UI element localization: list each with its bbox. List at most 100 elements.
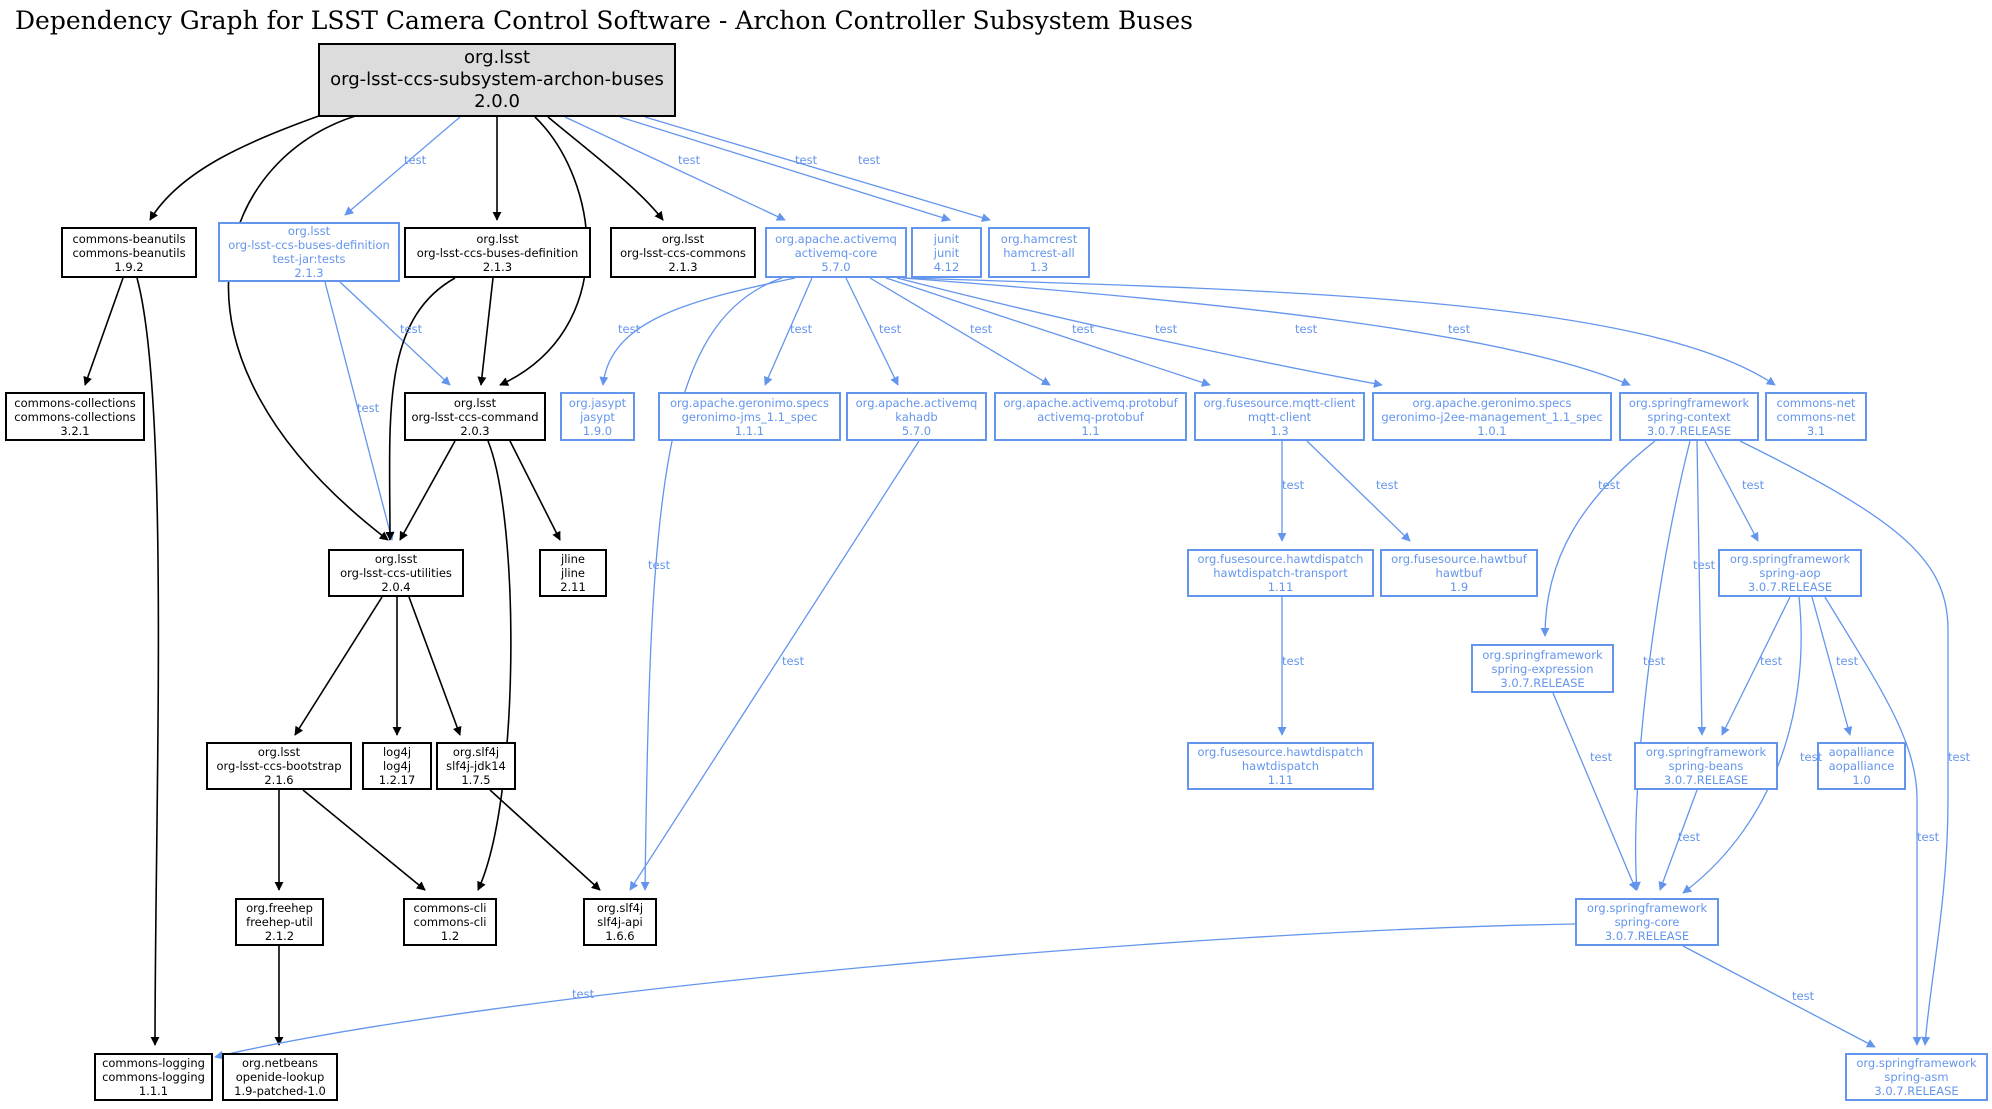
edge-label: test — [782, 654, 805, 668]
node-group: org.springframework — [1856, 1056, 1977, 1070]
node-group: org.apache.activemq — [775, 231, 897, 246]
node-version: 1.0 — [1852, 773, 1871, 787]
edge-label: test — [1678, 830, 1701, 844]
node-group: org.netbeans — [241, 1056, 319, 1070]
node-version: 2.0.4 — [381, 580, 411, 594]
node-version: 1.1.1 — [138, 1084, 169, 1098]
node-version: 1.3 — [1270, 423, 1289, 438]
edge-bootstrap-to-cli — [302, 789, 426, 891]
node-version: 3.0.7.RELEASE — [1604, 929, 1690, 943]
node-artifact: commons-beanutils — [72, 245, 186, 260]
node-group: org.lsst — [257, 745, 301, 759]
edge-sbeans-to-score — [1658, 789, 1698, 891]
edge-score-to-sasm — [1682, 945, 1876, 1048]
node-artifact: commons-collections — [14, 409, 136, 424]
edge-label: test — [572, 987, 595, 1001]
node-artifact: slf4j-api — [597, 915, 643, 929]
edge-mqtt-to-hawtbuf — [1306, 440, 1411, 542]
edge-saop-to-score — [1682, 596, 1802, 894]
edge-label: test — [1742, 478, 1765, 492]
node-artifact: org-lsst-ccs-subsystem-archon-buses — [330, 69, 664, 90]
node-group: org.springframework — [1482, 647, 1603, 662]
node-version: 3.0.7.RELEASE — [1747, 580, 1833, 594]
edge-root-to-beanutils — [149, 111, 331, 221]
node-version: 2.1.3 — [294, 266, 324, 280]
node-version: 3.0.7.RELEASE — [1646, 423, 1732, 438]
node-version: 5.7.0 — [901, 423, 932, 438]
node-group: org.apache.geronimo.specs — [670, 395, 829, 410]
node-group: org.springframework — [1645, 745, 1767, 759]
node-group: log4j — [382, 745, 412, 759]
node-version: 1.3 — [1029, 259, 1049, 274]
edge-amqcore-to-kahadb — [845, 277, 899, 386]
node-artifact: org-lsst-ccs-buses-definition — [228, 238, 390, 252]
edge-root-to-commons — [547, 116, 664, 221]
edge-sctx-to-sbeans — [1696, 440, 1707, 736]
edge-label: test — [1792, 989, 1815, 1003]
edge-label: test — [1376, 478, 1399, 492]
node-version: 2.11 — [560, 580, 586, 594]
edge-label: test — [970, 322, 993, 336]
edge-busesdef-to-utilities — [385, 277, 456, 541]
node-group: commons-beanutils — [72, 231, 186, 246]
node-artifact: geronimo-j2ee-management_1.1_spec — [1381, 409, 1603, 424]
node-group: org.lsst — [476, 231, 519, 246]
edge-label: test — [1643, 654, 1666, 668]
node-artifact: hawtdispatch-transport — [1213, 566, 1348, 580]
node-group: commons-collections — [14, 395, 136, 410]
edge-beanutils-to-collections — [83, 277, 124, 386]
node-version: 1.6.6 — [605, 929, 635, 943]
edge-label: test — [618, 322, 641, 336]
edge-label: test — [1760, 654, 1783, 668]
edge-label: test — [795, 153, 818, 167]
edge-amqcore-to-mqtt — [885, 277, 1211, 387]
node-classifier: test-jar:tests — [272, 252, 346, 266]
edge-score-to-logging — [214, 923, 1576, 1060]
edge-beanutils-to-logging — [136, 277, 160, 1046]
node-group: org.springframework — [1586, 901, 1708, 915]
node-version: 1.2 — [440, 929, 460, 943]
node-group: org.hamcrest — [1000, 231, 1078, 246]
node-version: 4.12 — [933, 259, 960, 274]
edge-amqcore-to-cnet — [904, 277, 1776, 386]
node-version: 5.7.0 — [821, 259, 851, 274]
node-version: 1.2.17 — [378, 773, 416, 787]
